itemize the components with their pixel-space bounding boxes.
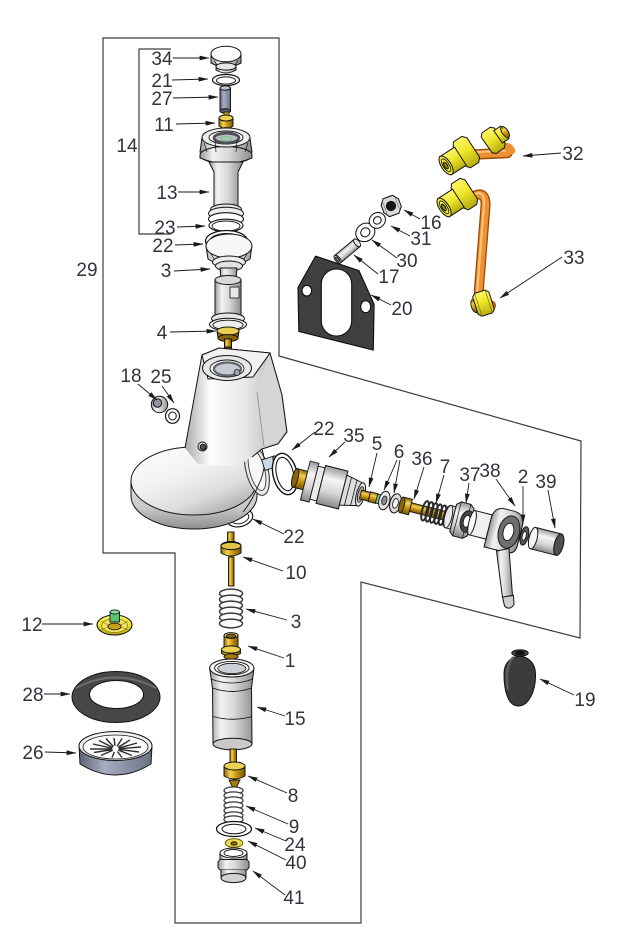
svg-text:21: 21 (151, 71, 172, 92)
svg-text:36: 36 (411, 449, 432, 470)
svg-text:29: 29 (76, 260, 97, 281)
svg-text:37: 37 (459, 465, 480, 486)
svg-text:34: 34 (151, 49, 173, 70)
svg-text:26: 26 (22, 743, 43, 764)
svg-text:17: 17 (378, 267, 399, 288)
svg-text:3: 3 (291, 612, 302, 633)
svg-text:30: 30 (396, 251, 417, 272)
svg-text:33: 33 (563, 248, 584, 269)
svg-text:14: 14 (116, 136, 138, 157)
svg-text:19: 19 (574, 690, 595, 711)
svg-text:10: 10 (285, 563, 306, 584)
svg-text:22: 22 (313, 419, 334, 440)
svg-text:24: 24 (284, 835, 306, 856)
svg-text:7: 7 (440, 457, 451, 478)
svg-text:20: 20 (391, 299, 412, 320)
svg-text:27: 27 (151, 89, 172, 110)
svg-text:18: 18 (120, 366, 141, 387)
svg-text:8: 8 (288, 786, 299, 807)
svg-text:38: 38 (479, 461, 500, 482)
svg-text:35: 35 (343, 426, 364, 447)
svg-text:9: 9 (289, 817, 300, 838)
svg-text:15: 15 (284, 709, 305, 730)
svg-text:5: 5 (372, 434, 383, 455)
svg-text:11: 11 (154, 115, 174, 136)
svg-text:32: 32 (562, 144, 583, 165)
svg-text:41: 41 (283, 888, 304, 909)
svg-text:4: 4 (157, 323, 168, 344)
svg-text:1: 1 (285, 651, 296, 672)
svg-text:23: 23 (154, 218, 175, 239)
svg-text:3: 3 (161, 261, 172, 282)
svg-text:22: 22 (152, 236, 173, 257)
svg-text:22: 22 (283, 527, 304, 548)
svg-text:2: 2 (518, 467, 529, 488)
svg-text:28: 28 (22, 685, 43, 706)
svg-text:12: 12 (21, 615, 42, 636)
svg-text:40: 40 (285, 853, 306, 874)
svg-text:25: 25 (150, 367, 171, 388)
svg-text:16: 16 (420, 213, 441, 234)
svg-text:39: 39 (535, 472, 556, 493)
svg-text:31: 31 (410, 229, 431, 250)
svg-text:13: 13 (156, 183, 177, 204)
svg-text:6: 6 (394, 442, 405, 463)
